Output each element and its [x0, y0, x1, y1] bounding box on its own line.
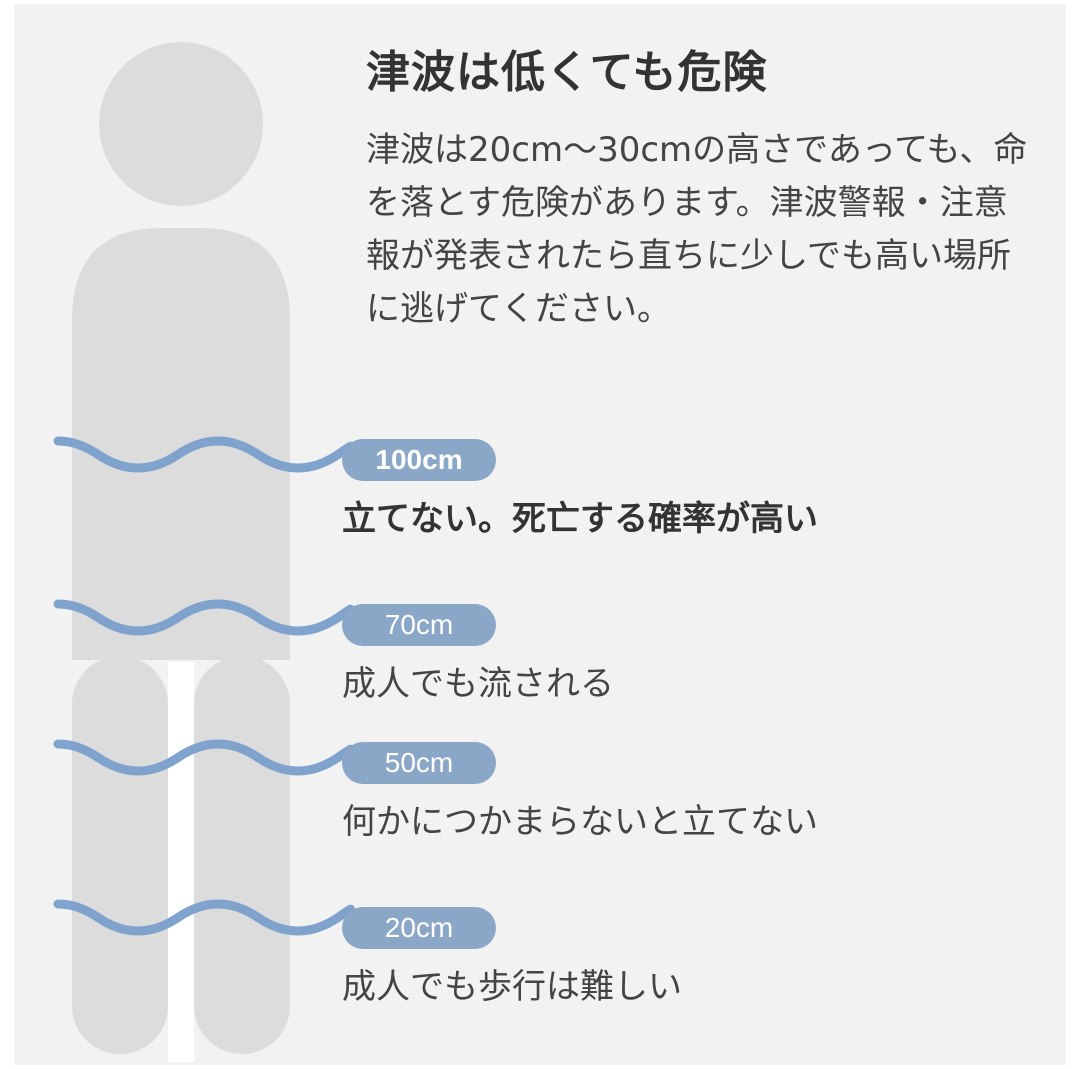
wave-icon-100cm: [53, 436, 355, 473]
person-head: [99, 42, 263, 206]
person-torso: [72, 228, 290, 660]
level-description: 立てない。死亡する確率が高い: [342, 499, 818, 539]
description-text: 津波は20cm〜30cmの高さであっても、命を落とす危険があります。津波警報・注…: [366, 130, 1028, 329]
height-badge: 50cm: [342, 742, 496, 784]
level-description: 成人でも流される: [342, 664, 614, 704]
height-badge: 100cm: [342, 439, 496, 481]
level-description: 成人でも歩行は難しい: [342, 967, 682, 1007]
level-100cm: 100cm 立てない。死亡する確率が高い: [342, 439, 818, 540]
height-badge: 70cm: [342, 604, 496, 646]
level-20cm: 20cm 成人でも歩行は難しい: [342, 907, 682, 1008]
height-badge: 20cm: [342, 907, 496, 949]
level-50cm: 50cm 何かにつかまらないと立てない: [342, 742, 818, 843]
person-right-leg: [194, 656, 290, 1054]
page-title: 津波は低くても危険: [366, 47, 768, 98]
person-left-leg: [72, 656, 168, 1054]
level-description: 何かにつかまらないと立てない: [342, 802, 818, 842]
person-leg-gap: [168, 662, 194, 1062]
wave-icon-50cm: [53, 739, 355, 776]
level-70cm: 70cm 成人でも流される: [342, 604, 614, 705]
wave-icon-70cm: [53, 599, 355, 636]
wave-icon-20cm: [53, 899, 355, 936]
